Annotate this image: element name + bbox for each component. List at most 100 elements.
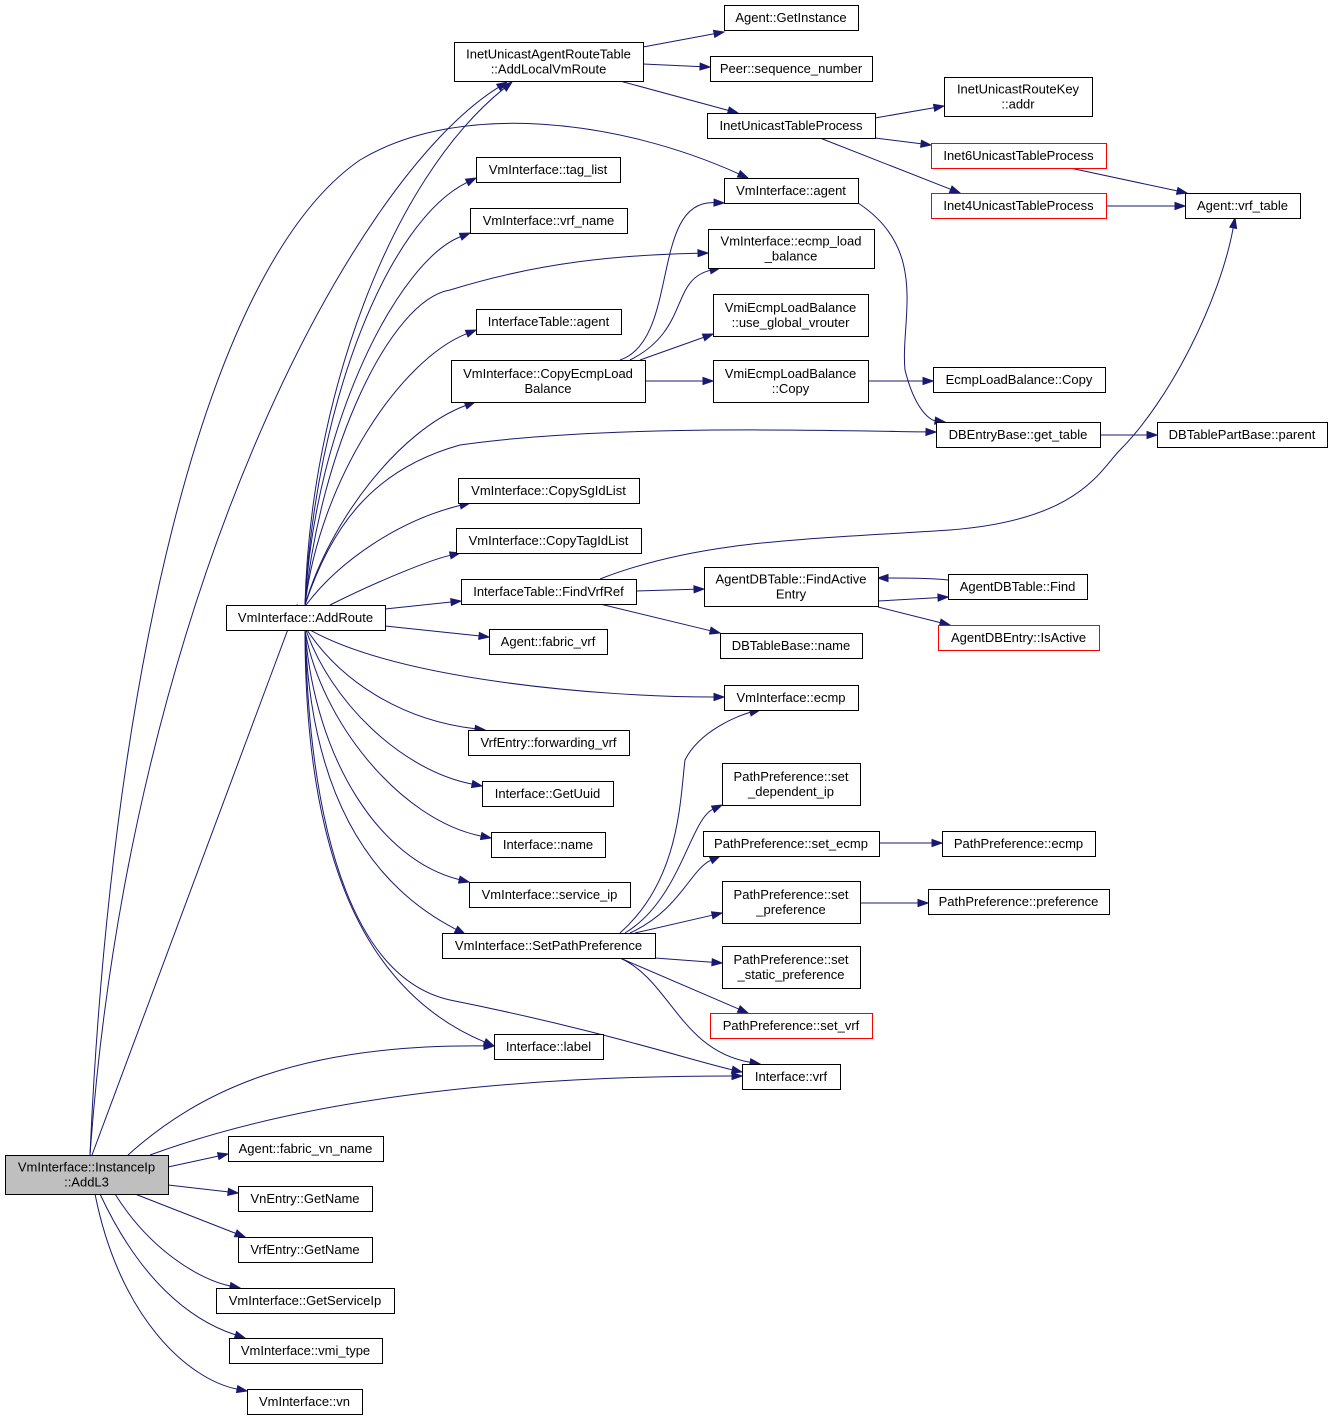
node-box[interactable] — [713, 360, 869, 403]
node-box[interactable] — [1185, 193, 1301, 219]
node-addroute[interactable]: VmInterface::AddRoute — [226, 605, 386, 631]
node-box[interactable] — [703, 831, 880, 857]
node-vrfgetname[interactable]: VrfEntry::GetName — [238, 1237, 373, 1263]
node-box[interactable] — [936, 422, 1101, 448]
node-getserviceip[interactable]: VmInterface::GetServiceIp — [216, 1288, 395, 1314]
node-box[interactable] — [461, 579, 637, 605]
node-box[interactable] — [933, 367, 1106, 393]
node-inetproc[interactable]: InetUnicastTableProcess — [707, 113, 876, 139]
node-findvrf[interactable]: InterfaceTable::FindVrfRef — [461, 579, 637, 605]
node-box[interactable] — [229, 1338, 383, 1364]
node-box[interactable] — [944, 77, 1093, 117]
node-getuuid[interactable]: Interface::GetUuid — [482, 781, 614, 807]
node-vrfname[interactable]: VmInterface::vrf_name — [470, 208, 628, 234]
node-box[interactable] — [931, 143, 1107, 169]
node-copytag[interactable]: VmInterface::CopyTagIdList — [456, 528, 642, 554]
node-box[interactable] — [451, 360, 646, 403]
node-box[interactable] — [476, 309, 622, 335]
node-taglist[interactable]: VmInterface::tag_list — [476, 157, 621, 183]
node-box[interactable] — [724, 5, 859, 31]
node-addlocalvm[interactable]: InetUnicastAgentRouteTable::AddLocalVmRo… — [454, 42, 644, 82]
node-vmitype[interactable]: VmInterface::vmi_type — [229, 1338, 383, 1364]
node-vmivn[interactable]: VmInterface::vn — [247, 1389, 363, 1415]
node-box[interactable] — [476, 157, 621, 183]
node-box[interactable] — [226, 605, 386, 631]
node-inet6[interactable]: Inet6UnicastTableProcess — [931, 143, 1107, 169]
node-ppstatic[interactable]: PathPreference::set_static_preference — [722, 946, 861, 989]
node-ecmpcopy[interactable]: EcmpLoadBalance::Copy — [933, 367, 1106, 393]
node-gettable[interactable]: DBEntryBase::get_table — [936, 422, 1101, 448]
node-box[interactable] — [5, 1155, 169, 1195]
node-box[interactable] — [469, 882, 631, 908]
node-vrftable[interactable]: Agent::vrf_table — [1185, 193, 1301, 219]
node-box[interactable] — [928, 889, 1110, 915]
node-parent[interactable]: DBTablePartBase::parent — [1157, 422, 1328, 448]
node-vmiecmpcopy[interactable]: VmiEcmpLoadBalance::Copy — [713, 360, 869, 403]
node-box[interactable] — [931, 193, 1107, 219]
node-ecmpload[interactable]: VmInterface::ecmp_load_balance — [708, 229, 875, 269]
node-useglobal[interactable]: VmiEcmpLoadBalance::use_global_vrouter — [713, 294, 869, 337]
node-getinstance[interactable]: Agent::GetInstance — [724, 5, 859, 31]
node-box[interactable] — [458, 478, 640, 504]
node-dbfind[interactable]: AgentDBTable::Find — [948, 574, 1088, 600]
node-box[interactable] — [710, 56, 873, 82]
node-vngetname[interactable]: VnEntry::GetName — [238, 1186, 373, 1212]
node-iflabel[interactable]: Interface::label — [494, 1034, 604, 1060]
node-box[interactable] — [489, 629, 608, 655]
node-box[interactable] — [724, 685, 859, 711]
node-peerseq[interactable]: Peer::sequence_number — [710, 56, 873, 82]
node-box[interactable] — [482, 781, 614, 807]
node-box[interactable] — [710, 1013, 873, 1039]
node-box[interactable] — [942, 831, 1096, 857]
node-box[interactable] — [216, 1288, 395, 1314]
node-fabricvrf[interactable]: Agent::fabric_vrf — [489, 629, 608, 655]
node-box[interactable] — [707, 113, 876, 139]
node-serviceip[interactable]: VmInterface::service_ip — [469, 882, 631, 908]
node-box[interactable] — [948, 574, 1088, 600]
node-box[interactable] — [468, 730, 630, 756]
node-setpathpref[interactable]: VmInterface::SetPathPreference — [442, 933, 656, 959]
node-box[interactable] — [456, 528, 642, 554]
node-isactive[interactable]: AgentDBEntry::IsActive — [938, 625, 1100, 651]
node-ppsetvrf[interactable]: PathPreference::set_vrf — [710, 1013, 873, 1039]
node-inet4[interactable]: Inet4UnicastTableProcess — [931, 193, 1107, 219]
node-ifvrf[interactable]: Interface::vrf — [742, 1064, 841, 1090]
node-vmiagent[interactable]: VmInterface::agent — [724, 178, 859, 204]
node-ifname[interactable]: Interface::name — [491, 832, 606, 858]
node-box[interactable] — [722, 763, 861, 806]
node-box[interactable] — [742, 1064, 841, 1090]
node-inetkey[interactable]: InetUnicastRouteKey::addr — [944, 77, 1093, 117]
node-copysg[interactable]: VmInterface::CopySgIdList — [458, 478, 640, 504]
node-fwdvrf[interactable]: VrfEntry::forwarding_vrf — [468, 730, 630, 756]
node-box[interactable] — [470, 208, 628, 234]
node-itagent[interactable]: InterfaceTable::agent — [476, 309, 622, 335]
node-box[interactable] — [454, 42, 644, 82]
node-ppsetpref[interactable]: PathPreference::set_preference — [722, 881, 861, 924]
node-box[interactable] — [1157, 422, 1328, 448]
node-ppdep[interactable]: PathPreference::set_dependent_ip — [722, 763, 861, 806]
node-fabricvn[interactable]: Agent::fabric_vn_name — [228, 1136, 384, 1162]
node-box[interactable] — [494, 1034, 604, 1060]
node-box[interactable] — [722, 881, 861, 924]
node-box[interactable] — [238, 1186, 373, 1212]
node-root[interactable]: VmInterface::InstanceIp::AddL3 — [5, 1155, 169, 1195]
node-box[interactable] — [724, 178, 859, 204]
node-box[interactable] — [708, 229, 875, 269]
node-box[interactable] — [704, 567, 879, 607]
node-pppref[interactable]: PathPreference::preference — [928, 889, 1110, 915]
node-box[interactable] — [713, 294, 869, 337]
node-ppsetecmp[interactable]: PathPreference::set_ecmp — [703, 831, 880, 857]
node-ppecmp[interactable]: PathPreference::ecmp — [942, 831, 1096, 857]
node-box[interactable] — [442, 933, 656, 959]
node-box[interactable] — [247, 1389, 363, 1415]
node-box[interactable] — [720, 633, 863, 659]
node-box[interactable] — [228, 1136, 384, 1162]
node-vmiecmp[interactable]: VmInterface::ecmp — [724, 685, 859, 711]
node-box[interactable] — [722, 946, 861, 989]
node-box[interactable] — [938, 625, 1100, 651]
node-box[interactable] — [238, 1237, 373, 1263]
node-dbname[interactable]: DBTableBase::name — [720, 633, 863, 659]
node-box[interactable] — [491, 832, 606, 858]
